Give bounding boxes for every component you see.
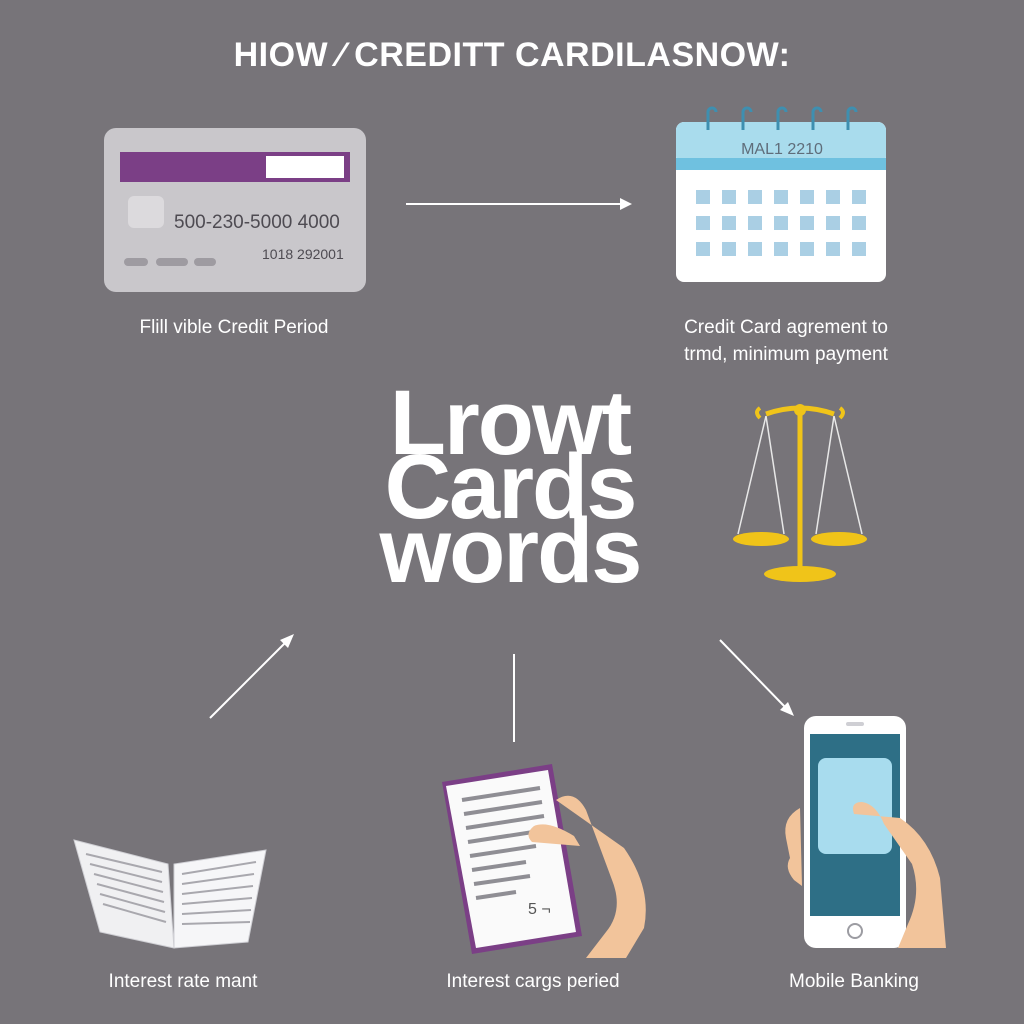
- center-heading-line2: Cards: [384, 436, 638, 538]
- center-heading-line1: Lrowt: [389, 372, 632, 474]
- card-dash: [194, 258, 216, 266]
- document-text-lines: [461, 786, 547, 900]
- phone-in-hand-icon: [785, 716, 946, 948]
- caption-calendar-2: trmd, minimum payment: [684, 344, 888, 365]
- arrow-right-icon: [406, 198, 632, 210]
- card-dash: [156, 258, 188, 266]
- connector-line: [513, 654, 515, 742]
- phone-home-button-icon: [847, 923, 863, 939]
- card-dash: [124, 258, 148, 266]
- document-in-hand-icon: 5 ¬: [442, 764, 646, 958]
- page-title: HIOW ⁄ CREDITT CARDILASNOW:: [233, 36, 791, 74]
- book-text-lines: [85, 853, 257, 925]
- calendar-grid: [696, 190, 866, 256]
- calendar-rings: [706, 106, 858, 130]
- caption-card: Flill vible Credit Period: [139, 317, 329, 338]
- caption-document: Interest cargs peried: [446, 971, 620, 992]
- card-signature-panel: [266, 156, 344, 178]
- caption-phone: Mobile Banking: [789, 971, 919, 992]
- calendar-icon: [676, 106, 886, 282]
- center-heading: Lrowt Cards words: [300, 372, 720, 602]
- card-chip-icon: [128, 196, 164, 228]
- card-expiry: 1018 292001: [262, 246, 344, 262]
- document-note: 5 ¬: [528, 901, 551, 918]
- arrow-down-right-icon: [719, 639, 794, 716]
- card-number: 500-230-5000 4000: [174, 212, 340, 233]
- caption-book: Interest rate mant: [108, 971, 258, 992]
- center-heading-line3: words: [379, 500, 643, 602]
- balance-scale-icon: [733, 404, 867, 582]
- credit-card-icon: 500-230-5000 4000 1018 292001: [104, 128, 366, 292]
- arrow-up-right-icon: [209, 634, 294, 719]
- caption-calendar-1: Credit Card agrement to: [684, 317, 888, 338]
- open-book-icon: [73, 839, 267, 949]
- calendar-header-text: MAL1 2210: [741, 141, 823, 158]
